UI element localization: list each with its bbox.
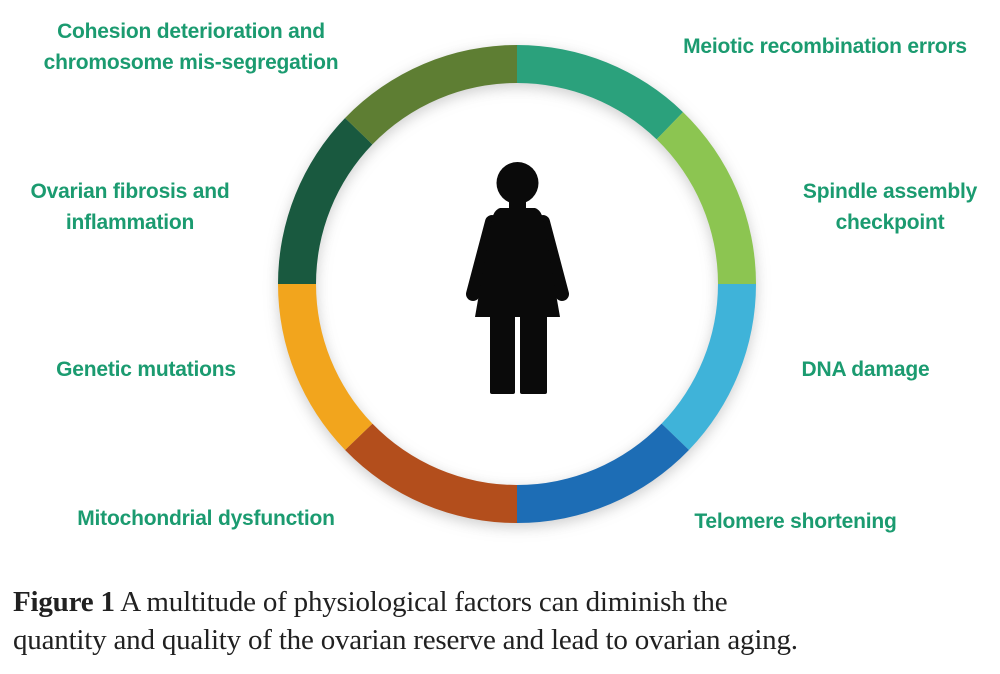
ring-segment-spindle-assembly-checkpoint [656, 112, 756, 284]
label-genetic-mutations: Genetic mutations [56, 358, 236, 381]
ring-segment-genetic-mutations [278, 284, 373, 451]
factor-ring [278, 45, 756, 523]
label-mitochondrial-dysfunction: Mitochondrial dysfunction [77, 507, 335, 530]
ring-segment-meiotic-recombination-errors [517, 45, 684, 140]
figure-caption: Figure 1 A multitude of physiological fa… [13, 583, 798, 659]
ring-segment-cohesion-deterioration [345, 45, 517, 145]
ring-segment-mitochondrial-dysfunction [345, 423, 517, 523]
ring-segment-ovarian-fibrosis-inflammation [278, 117, 373, 284]
label-dna-damage: DNA damage [801, 358, 930, 381]
figure-caption-line2: quantity and quality of the ovarian rese… [13, 624, 798, 656]
figure-caption-line1: A multitude of physiological factors can… [120, 586, 728, 618]
label-telomere-shortening: Telomere shortening [694, 510, 897, 533]
ring-segment-telomere-shortening [517, 423, 689, 523]
figure-caption-label: Figure 1 [13, 586, 115, 618]
woman-icon [466, 162, 569, 394]
label-meiotic-recombination-errors: Meiotic recombination errors [683, 35, 967, 58]
ring-segment-dna-damage [661, 284, 756, 451]
woman-pictogram-shapes [466, 162, 569, 394]
